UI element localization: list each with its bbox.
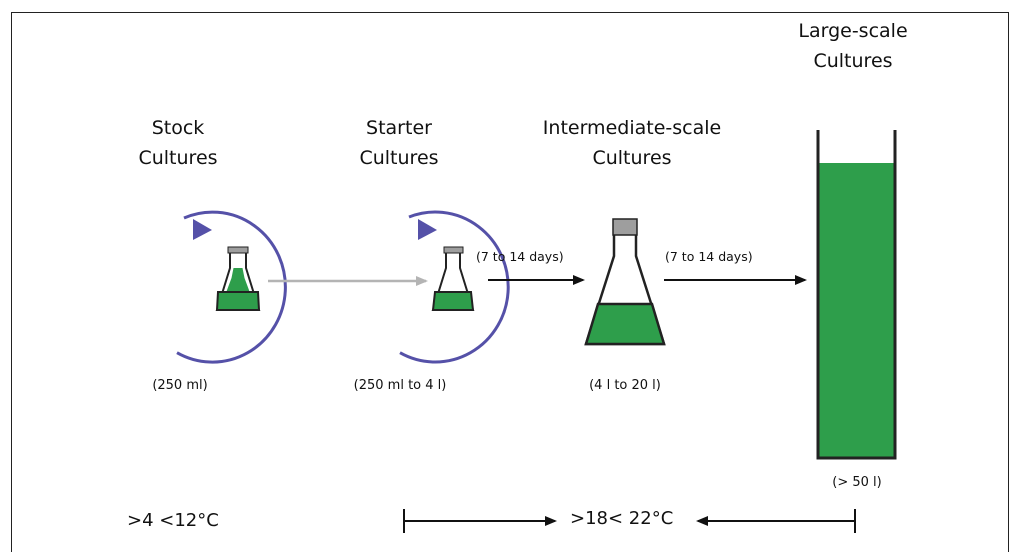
stock-label-line1: Stock	[151, 117, 205, 139]
large-label-line2: Cultures	[813, 50, 893, 72]
large-label-line1: Large-scale	[798, 20, 908, 42]
stock-cycle-arrowhead	[193, 219, 212, 240]
intermediate-flask	[584, 218, 666, 346]
starter-cultures-label: Starter Cultures	[329, 113, 469, 173]
duration-label-1: (7 to 14 days)	[476, 249, 564, 264]
stock-cycle-arrow	[176, 210, 287, 364]
starter-label-line2: Cultures	[359, 147, 439, 169]
stock-label-line2: Cultures	[138, 147, 218, 169]
large-volume: (> 50 l)	[832, 475, 882, 490]
intermediate-label-line1: Intermediate-scale	[542, 117, 722, 139]
starter-flask	[431, 246, 475, 311]
starter-cycle-arrow	[399, 210, 510, 364]
temperature-range-bar	[403, 509, 856, 533]
stock-cultures-label: Stock Cultures	[108, 113, 248, 173]
stock-temperature: >4 <12°C	[127, 510, 219, 531]
large-scale-cultures-label: Large-scale Cultures	[769, 16, 937, 76]
figure-frame	[11, 12, 1009, 552]
stock-flask	[215, 246, 261, 311]
intermediate-volume: (4 l to 20 l)	[589, 378, 661, 393]
intermediate-cultures-label: Intermediate-scale Cultures	[499, 113, 765, 173]
duration-label-2: (7 to 14 days)	[665, 249, 753, 264]
stock-volume: (250 ml)	[152, 378, 208, 393]
starter-label-line1: Starter	[366, 117, 432, 139]
large-scale-vessel	[816, 130, 897, 460]
starter-cycle-arrowhead	[418, 219, 437, 240]
starter-volume: (250 ml to 4 l)	[353, 378, 447, 393]
intermediate-label-line2: Cultures	[592, 147, 672, 169]
growth-temperature: >18< 22°C	[570, 508, 674, 529]
